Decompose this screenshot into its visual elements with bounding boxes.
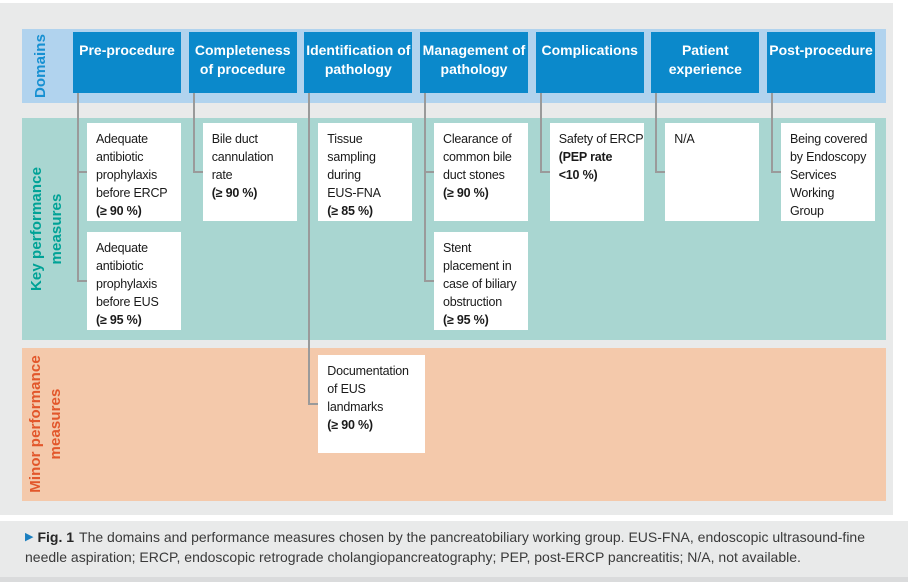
figure-caption-marker-icon: ▶ [25, 531, 34, 543]
measure-box: Being covered by Endoscopy Services Work… [781, 123, 875, 221]
bottom-divider [0, 577, 908, 582]
measure-box: Documentation of EUS landmarks (≥ 90 %) [318, 355, 426, 453]
figure-caption-text: The domains and performance measures cho… [25, 529, 865, 565]
measure-threshold: (≥ 95 %) [443, 313, 489, 327]
caption-background [0, 521, 908, 577]
connector-line [424, 93, 426, 282]
connector-line [655, 93, 658, 173]
measure-box: Clearance of common bile duct stones (≥ … [434, 123, 528, 221]
measure-text: Safety of ERCP [558, 132, 644, 146]
measure-box: Tissue sampling during EUS-FNA (≥ 85 %) [318, 123, 413, 221]
measure-text: Tissue sampling during EUS-FNA [327, 132, 381, 200]
connector-line [308, 93, 311, 405]
domain-header-patient-experience: Patient experience [651, 32, 760, 93]
measure-text: Documentation of EUS landmarks [327, 364, 409, 414]
measure-text: Adequate antibiotic prophylaxis before E… [96, 132, 168, 200]
connector-line [771, 93, 773, 173]
connector-elbow [192, 171, 203, 173]
domain-header-post-procedure: Post-procedure [767, 32, 875, 93]
connector-elbow [424, 171, 434, 173]
measure-box: Safety of ERCP (PEP rate <10 %) [549, 123, 644, 221]
measure-threshold: (≥ 90 %) [211, 186, 258, 200]
connector-elbow [539, 171, 550, 173]
connector-elbow [308, 403, 319, 405]
measure-text: Adequate antibiotic prophylaxis before E… [96, 241, 159, 309]
measure-text: Clearance of common bile duct stones [443, 132, 512, 182]
connector-elbow [424, 280, 434, 282]
connector-elbow [655, 171, 666, 173]
measure-box: Bile duct cannulation rate (≥ 90 %) [202, 123, 297, 221]
measure-threshold: (≥ 90 %) [443, 186, 489, 200]
connector-line [539, 93, 542, 173]
domain-header-identification-of-pathology: Identification of pathology [304, 32, 413, 93]
domain-header-complications: Complications [535, 32, 644, 93]
measure-threshold: (≥ 85 %) [327, 204, 373, 218]
domain-header-management-of-pathology: Management of pathology [420, 32, 528, 93]
connector-line [192, 93, 195, 173]
minor-performance-row-label: Minor performance measures [27, 355, 64, 493]
measure-box: Adequate antibiotic prophylaxis before E… [87, 123, 181, 221]
connector-elbow [77, 280, 87, 282]
measure-text: Bile duct cannulation rate [211, 132, 274, 182]
connector-elbow [77, 171, 87, 173]
measure-threshold: (≥ 90 %) [96, 204, 142, 218]
measure-threshold: (PEP rate <10 %) [558, 150, 613, 182]
domain-header-pre-procedure: Pre-procedure [73, 32, 181, 93]
measure-box: Adequate antibiotic prophylaxis before E… [87, 232, 181, 330]
domain-header-completeness-of-procedure: Completeness of procedure [188, 32, 297, 93]
minor-performance-band [22, 348, 886, 501]
measure-text: N/A [674, 132, 695, 146]
figure-caption-label: Fig. 1 [37, 529, 75, 545]
connector-line [77, 93, 79, 282]
measure-threshold: (≥ 90 %) [327, 418, 373, 432]
measure-box: Stent placement in case of biliary obstr… [434, 232, 528, 330]
connector-elbow [771, 171, 781, 173]
domains-row-label: Domains [32, 33, 49, 99]
measure-threshold: (≥ 95 %) [96, 313, 142, 327]
measure-box: N/A [665, 123, 760, 221]
measure-text: Being covered by Endoscopy Services Work… [790, 132, 868, 218]
measure-text: Stent placement in case of biliary obstr… [443, 241, 517, 309]
